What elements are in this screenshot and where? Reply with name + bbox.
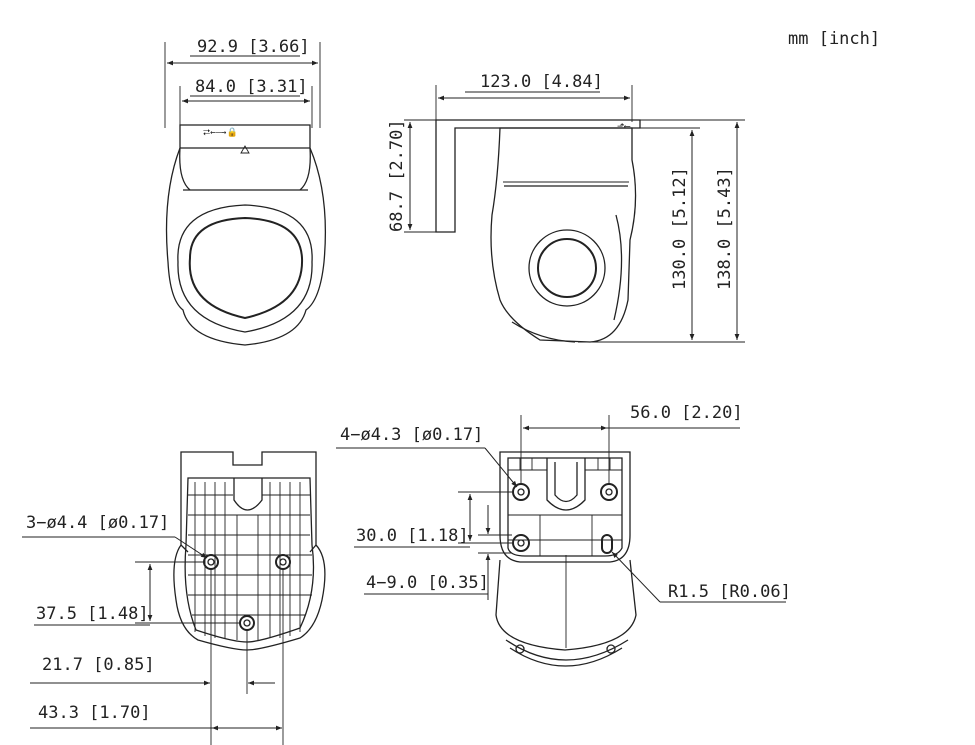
- right-radius-label: R1.5 [R0.06]: [668, 582, 791, 602]
- side-bracket: [435, 119, 641, 233]
- side-lock-symbol: ⬏⟵: [617, 122, 631, 132]
- side-bracket-height-label: 68.7 [2.70]: [387, 119, 407, 232]
- side-view: 123.0 [4.84] 68.7 [2.70] ⬏⟵ 130.0 [5.12]…: [387, 72, 745, 343]
- mount-hole-left-2: [275, 554, 291, 570]
- left-hole-vertical-label: 37.5 [1.48]: [36, 604, 149, 624]
- front-lens-window: [188, 216, 304, 320]
- front-body-outline: [165, 124, 326, 346]
- mount-hole-right-3: [512, 534, 530, 552]
- side-lens: [537, 238, 597, 298]
- plate-right-ribs: [508, 458, 622, 556]
- side-total-height-label: 138.0 [5.43]: [715, 167, 735, 290]
- mount-plate-right-outline: [499, 451, 631, 563]
- left-hole-offset-label: 21.7 [0.85]: [42, 655, 155, 675]
- mount-hole-right-1: [512, 483, 530, 501]
- mount-hole-left-3: [239, 615, 255, 631]
- right-hole-spacing-v-label: 30.0 [1.18]: [356, 526, 469, 546]
- side-body-outline: [490, 127, 637, 343]
- left-hole-spacing-label: 43.3 [1.70]: [38, 703, 151, 723]
- left-hole-spec-label: 3−ø4.4 [ø0.17]: [26, 513, 169, 533]
- front-inner-width-label: 84.0 [3.31]: [195, 77, 308, 97]
- side-body-height-label: 130.0 [5.12]: [670, 167, 690, 290]
- mount-plate-left-outline: [173, 451, 326, 651]
- mount-slot-right-4: [601, 534, 613, 554]
- bottom-right-view: 56.0 [2.20] 4−ø4.3 [ø0.17] 30.0 [1.18] 4…: [336, 403, 791, 667]
- right-slot-length-label: 4−9.0 [0.35]: [366, 573, 489, 593]
- front-lock-symbol: ⮂←—→🔒: [203, 127, 238, 138]
- mount-hole-right-2: [600, 483, 618, 501]
- front-outer-width-label: 92.9 [3.66]: [197, 37, 310, 57]
- units-label: mm [inch]: [788, 29, 880, 49]
- side-bracket-length-label: 123.0 [4.84]: [480, 72, 603, 92]
- right-hole-spacing-h-label: 56.0 [2.20]: [630, 403, 743, 423]
- front-view: 92.9 [3.66] 84.0 [3.31] ⮂←—→🔒: [164, 37, 326, 346]
- camera-body-bottom: [495, 559, 637, 651]
- bottom-left-view: 3−ø4.4 [ø0.17] 37.5 [1.48] 21.7 [0.85] 4…: [22, 451, 326, 745]
- triangle-mark-icon: [240, 145, 250, 154]
- right-hole-spec-label: 4−ø4.3 [ø0.17]: [340, 425, 483, 445]
